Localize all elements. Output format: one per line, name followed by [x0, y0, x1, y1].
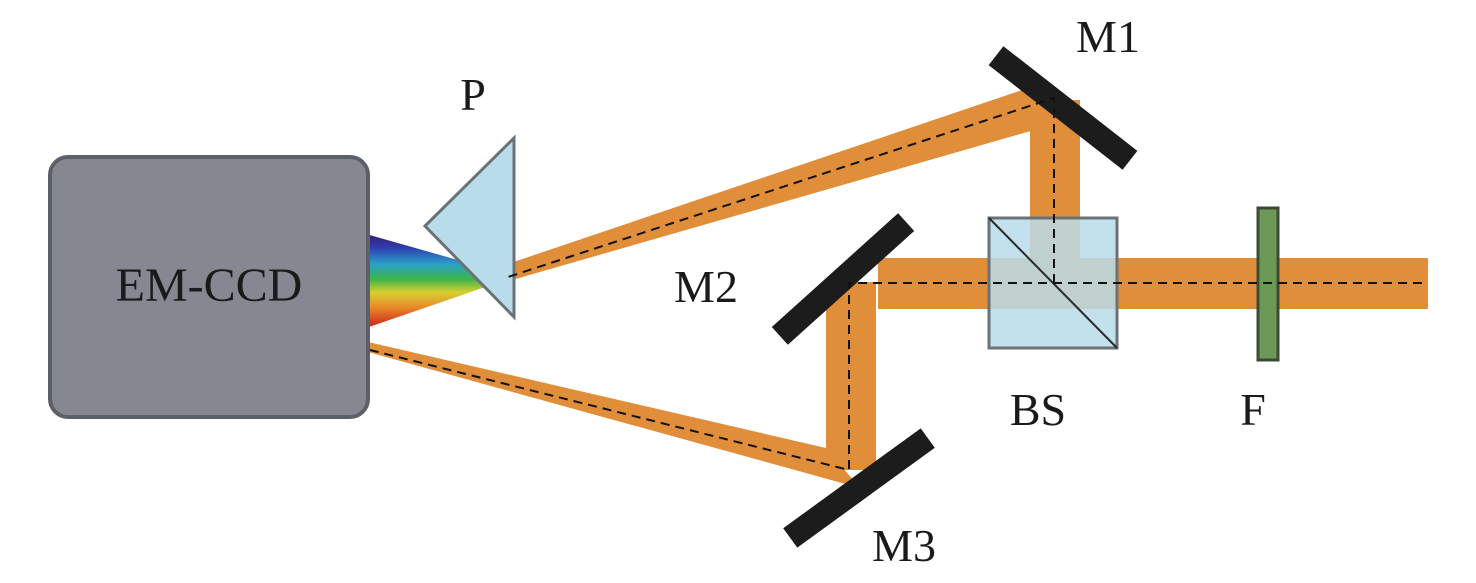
dashed-path-lower [369, 282, 1422, 472]
mirror-m1 [988, 46, 1138, 170]
prism-label: P [460, 69, 486, 120]
optical-axis-dashed [369, 96, 1422, 472]
prism [422, 134, 516, 321]
dashed-path-upper [504, 96, 1055, 283]
beamsplitter-label: BS [1010, 384, 1066, 435]
beam-m2-to-m3 [826, 282, 876, 470]
mirror-m1-label: M1 [1076, 11, 1140, 62]
beam-m1-to-prism [484, 86, 1062, 280]
mirror-m2 [771, 213, 915, 345]
mirror-m3 [783, 428, 935, 548]
filter-label: F [1240, 384, 1266, 435]
dispersed-spectrum [366, 234, 500, 328]
em-ccd-camera [48, 155, 370, 419]
beam-m3-to-camera [368, 342, 860, 488]
camera-label: EM-CCD [116, 259, 303, 312]
mirror-m3-label: M3 [872, 520, 936, 571]
mirror-m2-label: M2 [674, 261, 738, 312]
